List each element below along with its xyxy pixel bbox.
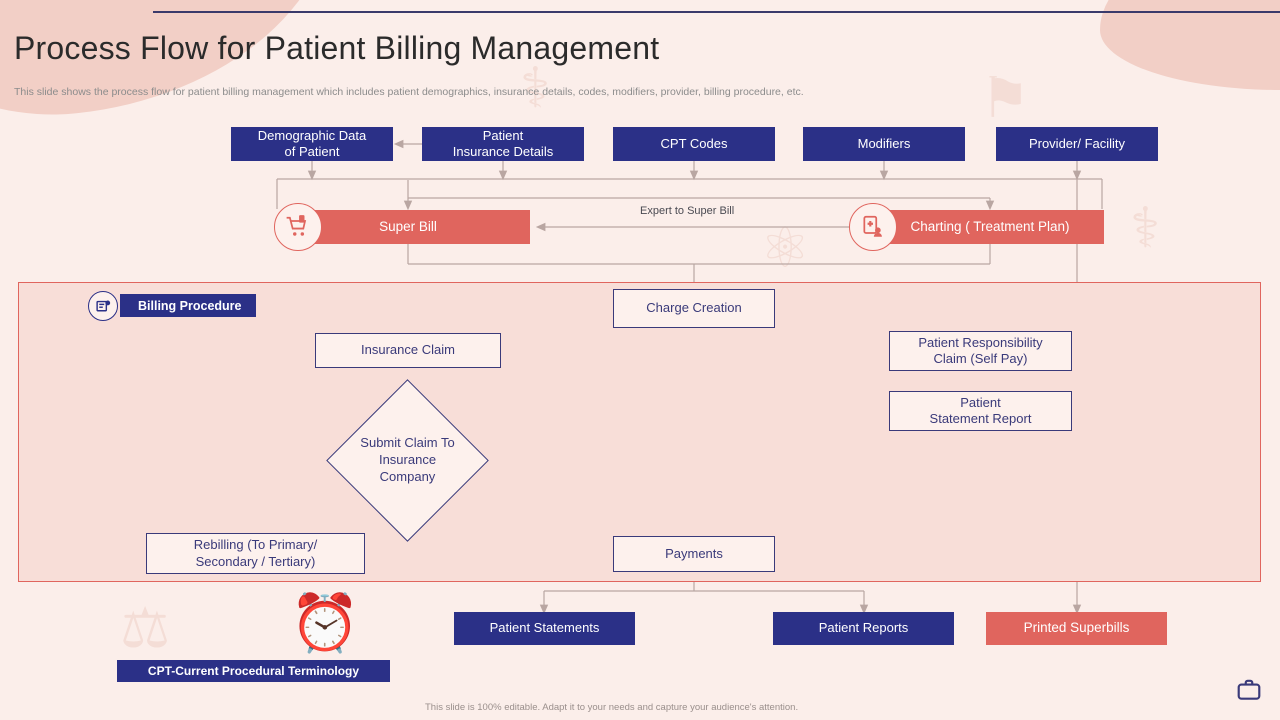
watermark-doodle-5: ⚖ (120, 596, 171, 659)
briefcase-icon (1236, 677, 1262, 708)
node-rebilling[interactable]: Rebilling (To Primary/Secondary / Tertia… (146, 533, 365, 574)
node-patient-reports[interactable]: Patient Reports (773, 612, 954, 645)
node-label: Printed Superbills (1023, 620, 1130, 636)
node-provider-facility[interactable]: Provider/ Facility (996, 127, 1158, 161)
node-label: Insurance Claim (361, 342, 455, 358)
node-patient-statements[interactable]: Patient Statements (454, 612, 635, 645)
decorative-blob-top-right (1100, 0, 1280, 90)
header-rule (153, 11, 1280, 13)
billing-procedure-badge-label: Billing Procedure (138, 298, 242, 313)
legend-label: CPT-Current Procedural Terminology (147, 663, 360, 678)
slide-footnote: This slide is 100% editable. Adapt it to… (425, 702, 799, 713)
node-label: Patient Statements (489, 620, 600, 636)
node-label: Rebilling (To Primary/Secondary / Tertia… (193, 537, 318, 569)
clipboard-patient-icon (849, 203, 897, 251)
page-subtitle: This slide shows the process flow for pa… (14, 86, 804, 98)
decorative-blob-top-left (0, 0, 354, 135)
node-label: Charting ( Treatment Plan) (910, 218, 1070, 234)
node-cpt-codes[interactable]: CPT Codes (613, 127, 775, 161)
watermark-doodle-3: ⚛ (760, 216, 811, 279)
page-title: Process Flow for Patient Billing Managem… (14, 30, 660, 66)
watermark-doodle-4: ⚕ (1130, 196, 1161, 259)
watermark-doodle-6: ⏰ (290, 591, 360, 654)
billing-document-icon (88, 291, 118, 321)
node-label: Super Bill (379, 218, 437, 234)
billing-procedure-badge: Billing Procedure (120, 294, 256, 317)
watermark-doodle-1: ⚕ (520, 56, 551, 119)
node-printed-superbills[interactable]: Printed Superbills (986, 612, 1167, 645)
node-charting-treatment-plan[interactable]: Charting ( Treatment Plan) (876, 210, 1104, 244)
node-label: Patient Reports (818, 620, 909, 636)
node-label: CPT Codes (660, 135, 728, 151)
node-modifiers[interactable]: Modifiers (803, 127, 965, 161)
node-charge-creation[interactable]: Charge Creation (613, 289, 775, 328)
node-label: Payments (665, 545, 723, 561)
node-label: Provider/ Facility (1028, 135, 1126, 151)
node-label: Modifiers (857, 135, 911, 151)
node-payments[interactable]: Payments (613, 536, 775, 572)
node-insurance-claim[interactable]: Insurance Claim (315, 333, 501, 368)
watermark-doodle-2: ⚑ (980, 66, 1031, 129)
node-label: Charge Creation (646, 300, 742, 316)
connector-label-expert-to-super-bill: Expert to Super Bill (640, 205, 735, 217)
shopping-cart-icon (274, 203, 322, 251)
node-super-bill[interactable]: Super Bill (286, 210, 530, 244)
legend-cpt-definition: CPT-Current Procedural Terminology (117, 660, 390, 682)
